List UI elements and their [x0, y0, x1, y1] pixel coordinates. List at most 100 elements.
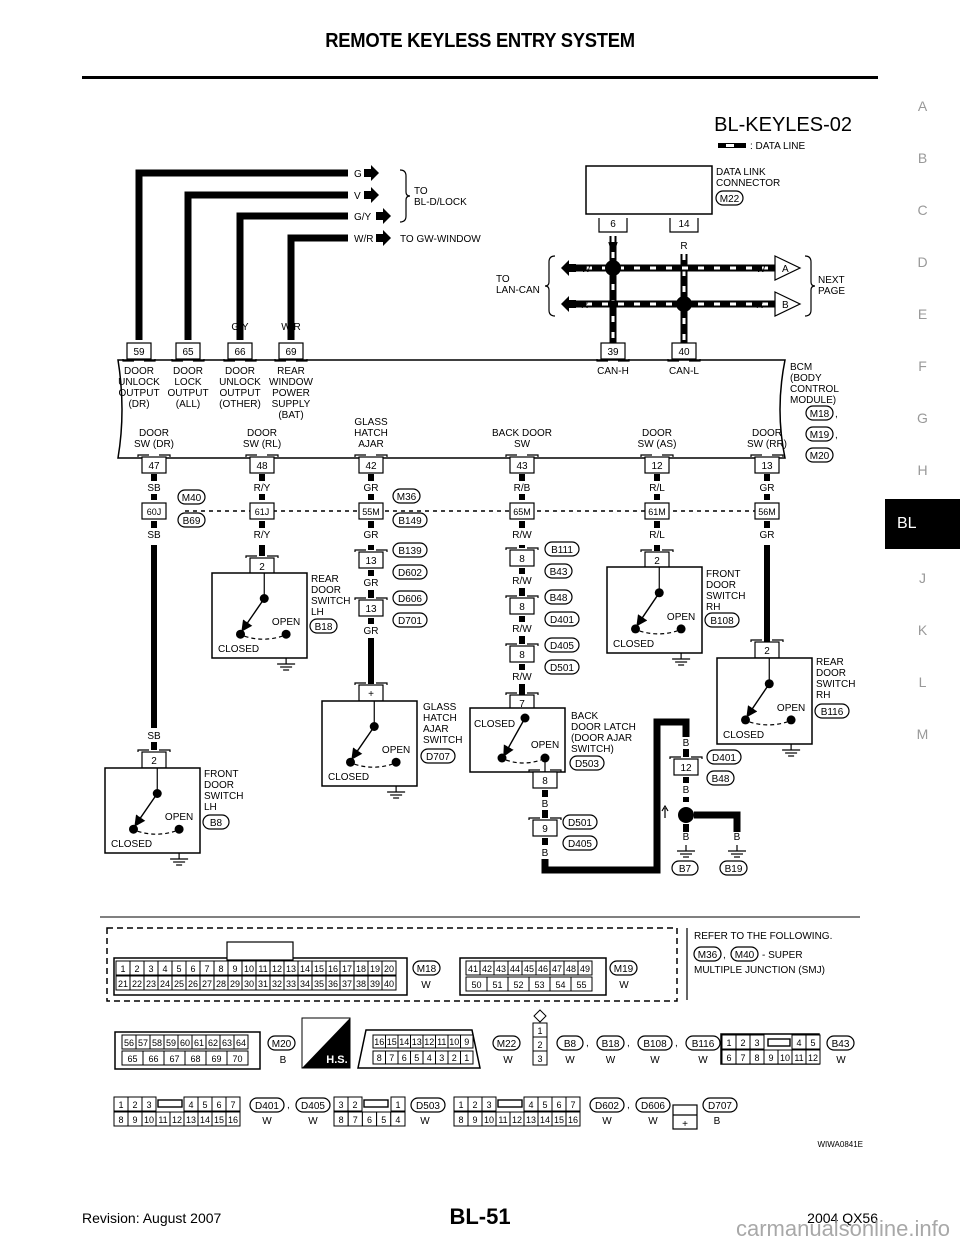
- connector-color: W: [503, 1055, 513, 1066]
- section-tab-k[interactable]: K: [917, 622, 928, 638]
- pin-bracket: [159, 749, 171, 752]
- switch-open-label: OPEN: [777, 703, 805, 714]
- section-tab-f[interactable]: F: [918, 358, 927, 374]
- m19-pin: 43: [496, 964, 506, 974]
- smj-pin: 65M: [513, 507, 531, 517]
- pin-bracket: [144, 359, 156, 362]
- d401-pin: 1: [118, 1100, 123, 1110]
- section-tab-m[interactable]: M: [916, 726, 929, 742]
- pin-bracket: [528, 817, 540, 820]
- separator: ,: [835, 409, 838, 420]
- d503-lock: [363, 1099, 389, 1108]
- m18-pin: 32: [272, 979, 282, 989]
- b8-pin: 3: [537, 1054, 542, 1064]
- d602-pin: 9: [472, 1115, 477, 1125]
- pin-number: 12: [651, 461, 663, 472]
- wire-color-label: B: [734, 832, 741, 843]
- d503-pin: 4: [395, 1115, 400, 1125]
- switch-open-contact: [786, 715, 796, 725]
- wire-color-label: V: [185, 322, 192, 333]
- wire-color-label: B: [683, 738, 690, 749]
- pin-bracket: [223, 359, 235, 362]
- d401-pin: 11: [158, 1115, 167, 1125]
- wire-color-label: R: [756, 300, 763, 311]
- pin-bracket: [662, 549, 674, 552]
- bcm-connector-tag: [805, 447, 834, 463]
- d503-pin: 5: [381, 1115, 386, 1125]
- wire-color-label: GR: [364, 578, 379, 589]
- d503-pin: 8: [339, 1115, 344, 1125]
- pin-number: 69: [285, 347, 297, 358]
- b43-pin: 8: [754, 1053, 759, 1063]
- pin-bracket: [376, 682, 388, 685]
- arrow-right-icon: [376, 230, 391, 246]
- switch-open-label: OPEN: [382, 745, 410, 756]
- connector-color: W: [648, 1116, 658, 1127]
- wire-color-label: GR: [364, 483, 379, 494]
- footer-page-number: BL-51: [449, 1204, 511, 1229]
- smj-pin: 56M: [758, 507, 776, 517]
- m20-pin: 57: [138, 1038, 148, 1048]
- joint-connector-pin: [358, 551, 384, 569]
- pin-number: 2: [151, 756, 157, 767]
- wire-color-label: R/B: [514, 483, 531, 494]
- pin-bracket: [527, 454, 539, 457]
- section-tab-j[interactable]: J: [919, 570, 926, 586]
- wire-color-label: GR: [760, 483, 775, 494]
- data-link-connector-box: [585, 165, 713, 215]
- pin-bracket: [750, 454, 762, 457]
- pin-number: 8: [519, 554, 525, 565]
- wire-color-label: R/Y: [254, 483, 271, 494]
- pin-number: 9: [542, 824, 548, 835]
- pin-bracket: [171, 359, 183, 362]
- m22-pin: 1: [464, 1053, 469, 1063]
- wire-color-label: R/W: [512, 576, 532, 587]
- d602-cell: [565, 1111, 581, 1127]
- pin-number: 8: [519, 650, 525, 661]
- connector-id: D401: [255, 1101, 279, 1112]
- pin-bracket: [274, 359, 286, 362]
- d602-tag: [589, 1097, 625, 1113]
- section-tab-a[interactable]: A: [917, 98, 928, 114]
- d503-cell: [347, 1096, 363, 1112]
- harness-connector-group: [106, 927, 678, 1002]
- m19-pin: 45: [524, 964, 534, 974]
- m20-pin: 69: [211, 1054, 221, 1064]
- section-tab-b[interactable]: B: [917, 150, 928, 166]
- b8-group-tag: [596, 1035, 625, 1051]
- wire-color-label: B: [683, 785, 690, 796]
- ground-connector-tag: [671, 860, 699, 876]
- section-tab-g[interactable]: G: [917, 410, 928, 426]
- b43-pin: 3: [754, 1038, 759, 1048]
- arrow-right-icon: [376, 208, 391, 224]
- switch-open-label: OPEN: [667, 612, 695, 623]
- pin-number: 2: [654, 556, 660, 567]
- refer-note: - SUPER: [762, 950, 803, 961]
- section-tab-e[interactable]: E: [917, 306, 928, 322]
- m22-pin: 11: [437, 1037, 446, 1047]
- joint-connector-tag: [562, 814, 598, 830]
- m18-pin: 18: [356, 964, 366, 974]
- connector-id: D405: [301, 1101, 325, 1112]
- section-tab-l[interactable]: L: [918, 674, 927, 690]
- m19-pin: 47: [552, 964, 562, 974]
- bcm-pin-42: [358, 456, 384, 474]
- m22-pin: 9: [464, 1037, 469, 1047]
- connector-id: B116: [692, 1039, 715, 1050]
- m18-pin: 4: [162, 964, 167, 974]
- wire-color-label: R/W: [512, 624, 532, 635]
- section-tab-d[interactable]: D: [917, 254, 928, 270]
- wire-color-label: W: [581, 264, 591, 275]
- arrow-right-icon: [364, 187, 379, 203]
- section-tab-bl[interactable]: BL: [885, 499, 960, 549]
- connector-id: M20: [272, 1039, 292, 1050]
- d401-pin: 2: [132, 1100, 137, 1110]
- section-tab-c[interactable]: C: [917, 202, 928, 218]
- output-wire-0: [135, 169, 348, 340]
- separator: ,: [835, 430, 838, 441]
- section-tab-h[interactable]: H: [917, 462, 928, 478]
